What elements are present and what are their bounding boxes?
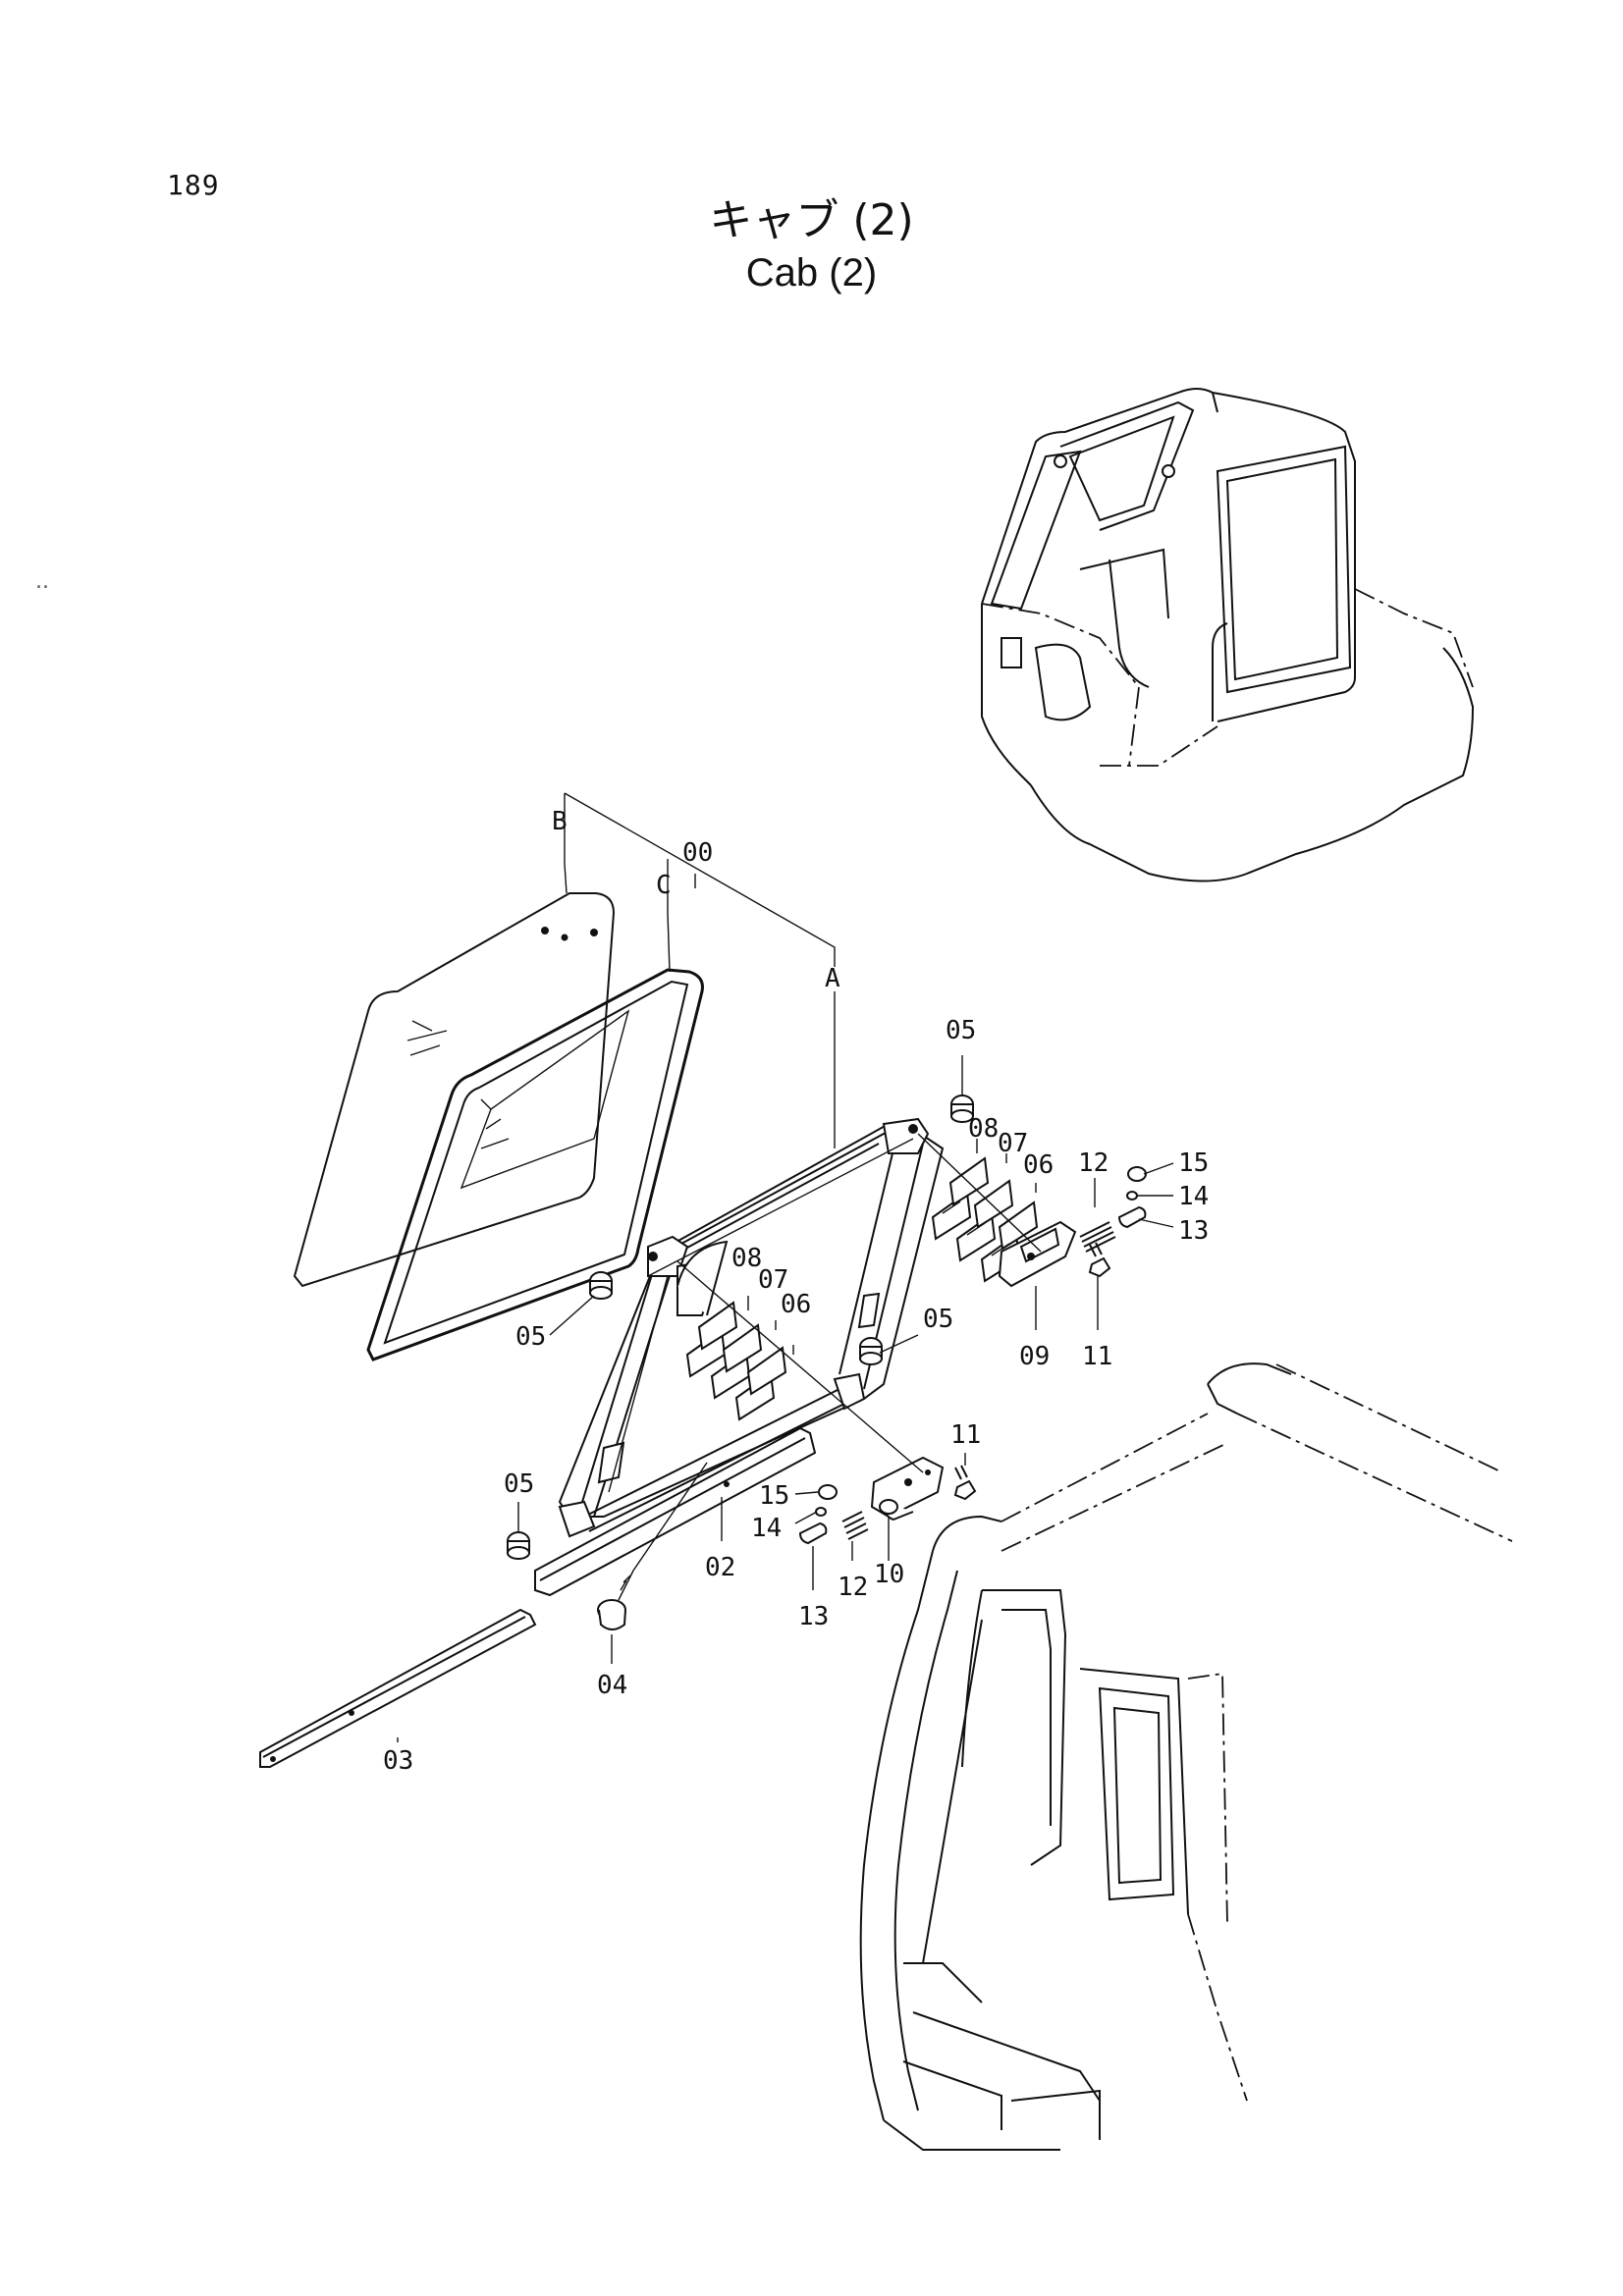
page-title-japanese: キャブ (2) — [709, 195, 914, 245]
callout-05-left: 05 — [515, 1322, 546, 1352]
window-frame-a-part — [558, 1117, 945, 1538]
callout-12-right: 12 — [1078, 1148, 1109, 1178]
weatherstrip-c-part — [366, 968, 704, 1362]
callout-15-lower: 15 — [759, 1481, 789, 1511]
callout-B: B — [552, 807, 568, 836]
callout-11-lower: 11 — [950, 1420, 981, 1450]
shim-set-left-parts — [685, 1301, 787, 1421]
callout-04: 04 — [597, 1671, 627, 1700]
callout-11-right: 11 — [1082, 1342, 1112, 1371]
bolt-11-parts — [953, 1242, 1111, 1501]
callout-05-mid: 05 — [923, 1305, 953, 1334]
damper-05-parts — [507, 1095, 974, 1560]
callout-14-right: 14 — [1178, 1182, 1209, 1211]
knob-04-part — [597, 1570, 634, 1630]
callout-13-right: 13 — [1178, 1216, 1209, 1246]
callout-06-left: 06 — [781, 1290, 811, 1319]
rail-03-part — [259, 1608, 537, 1768]
page-title-english: Cab (2) — [745, 251, 878, 294]
alignment-lines — [632, 1133, 1042, 1572]
callout-05-top: 05 — [946, 1016, 976, 1045]
callout-05-bottom: 05 — [504, 1469, 534, 1499]
callout-12-lower: 12 — [838, 1573, 868, 1602]
assembly-bracket — [564, 792, 836, 1148]
callout-14-lower: 14 — [751, 1514, 782, 1543]
callout-15-right: 15 — [1178, 1148, 1209, 1178]
spring-12-parts — [841, 1221, 1116, 1540]
callout-labels: B C 00 A 05 08 07 06 12 15 14 13 09 11 0… — [383, 807, 1209, 1776]
callout-08-right: 08 — [968, 1114, 999, 1144]
callout-09: 09 — [1019, 1342, 1050, 1371]
callout-03: 03 — [383, 1746, 413, 1776]
pin-ring-cap-parts — [798, 1166, 1147, 1545]
latch-10-part — [870, 1456, 945, 1522]
page-number: 189 — [167, 169, 220, 201]
margin-mark: .. — [35, 569, 49, 594]
callout-02: 02 — [705, 1553, 735, 1582]
callout-08-left: 08 — [731, 1244, 762, 1273]
latch-09-part — [998, 1220, 1077, 1288]
leader-lines — [397, 1055, 1174, 1742]
callout-07-right: 07 — [998, 1129, 1028, 1158]
callout-A: A — [825, 964, 840, 993]
guide-rail-02-part — [534, 1426, 817, 1597]
cab-overview-illustration — [981, 388, 1475, 882]
cab-body-illustration — [859, 1362, 1513, 2151]
callout-07-left: 07 — [758, 1265, 788, 1295]
callout-C: C — [656, 871, 672, 900]
callout-00: 00 — [682, 838, 713, 868]
callout-13-lower: 13 — [798, 1602, 829, 1631]
callout-10: 10 — [874, 1560, 904, 1589]
callout-06-right: 06 — [1023, 1150, 1054, 1180]
